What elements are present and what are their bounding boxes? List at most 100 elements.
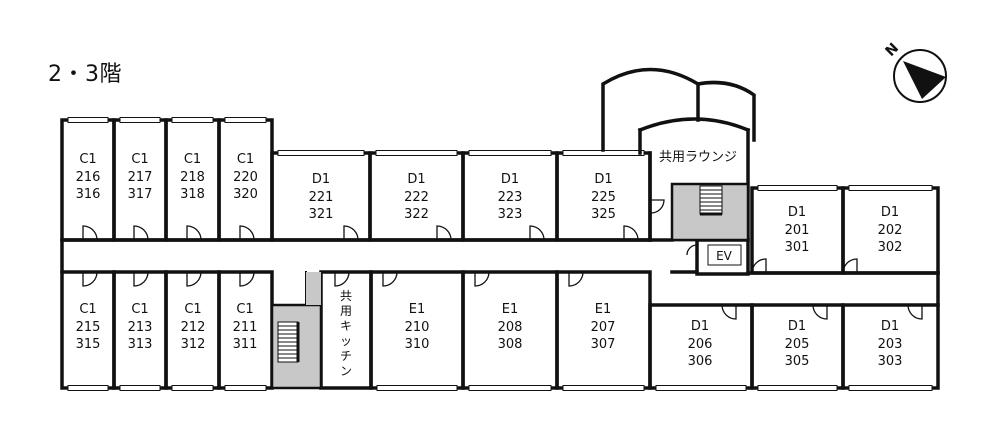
room-bottom-5-type: E1 <box>409 302 426 317</box>
room-bottom-7-number-floor2: 207 <box>591 320 616 335</box>
room-top-1-number-floor2: 216 <box>76 170 101 185</box>
room-top-6-number-floor2: 222 <box>404 190 429 205</box>
window-bottom <box>655 385 747 391</box>
room-top-6-type: D1 <box>407 172 425 187</box>
lounge-door <box>650 199 665 214</box>
room-top-8-type: D1 <box>594 172 612 187</box>
room-bottom-6-number-floor2: 208 <box>498 320 523 335</box>
room-bottom-8-number-floor2: 206 <box>688 337 713 352</box>
room-top-4-number-floor3: 320 <box>233 187 258 202</box>
doors <box>82 199 923 320</box>
room-top-2-type: C1 <box>131 152 148 167</box>
room-door <box>186 271 202 287</box>
room-top-1-number-floor3: 316 <box>76 187 101 202</box>
room-top-3-number-floor3: 318 <box>180 187 205 202</box>
room-bottom-9-type: D1 <box>788 319 806 334</box>
room-top-5-number-floor2: 221 <box>309 190 334 205</box>
room-right-top-2-type: D1 <box>881 205 899 220</box>
room-bottom-3-number-floor2: 212 <box>181 320 206 335</box>
stair-fill <box>306 272 321 305</box>
room-bottom-7-number-floor3: 307 <box>591 337 616 352</box>
room-bottom-9-number-floor3: 305 <box>785 354 810 369</box>
room-bottom-10-number-floor3: 303 <box>878 354 903 369</box>
room-top-7-number-floor3: 323 <box>498 207 523 222</box>
room-bottom-5-number-floor2: 210 <box>405 320 430 335</box>
room-top-3-number-floor2: 218 <box>180 170 205 185</box>
kitchen-label-char: ン <box>340 364 352 378</box>
room-bottom-5-number-floor3: 310 <box>405 337 430 352</box>
room-door <box>82 271 98 287</box>
room-bottom-8-type: D1 <box>691 319 709 334</box>
window-top <box>224 117 267 123</box>
elevator-label: EV <box>716 249 733 263</box>
window-top <box>67 117 109 123</box>
room-bottom-3-number-floor3: 312 <box>181 337 206 352</box>
window-top <box>171 117 214 123</box>
room-top-8-number-floor2: 225 <box>591 190 616 205</box>
room-door <box>568 271 584 287</box>
elevator-car <box>707 244 742 266</box>
room-door <box>133 225 149 241</box>
lounge-curved-wall <box>601 67 700 152</box>
kitchen-label-char: ッ <box>340 334 352 348</box>
room-door <box>436 225 452 241</box>
window-bottom <box>468 385 552 391</box>
room-top-8-number-floor3: 325 <box>591 207 616 222</box>
room-bottom-8-number-floor3: 306 <box>688 354 713 369</box>
window-bottom <box>757 385 838 391</box>
window-top <box>468 150 552 156</box>
room-top-2-number-floor3: 317 <box>128 187 153 202</box>
room-door <box>133 271 149 287</box>
window-bottom <box>376 385 458 391</box>
window-top <box>277 150 365 156</box>
window-bottom <box>171 385 214 391</box>
kitchen-label-char: キ <box>340 319 352 333</box>
room-right-top-1-number-floor2: 201 <box>785 223 810 238</box>
window-bottom <box>562 385 645 391</box>
room-top-4-number-floor2: 220 <box>233 170 258 185</box>
window-right-top <box>848 185 933 191</box>
room-door <box>907 304 923 320</box>
room-bottom-2-type: C1 <box>131 302 148 317</box>
window-top <box>119 117 161 123</box>
room-bottom-4-type: C1 <box>236 302 253 317</box>
room-right-top-2-number-floor3: 302 <box>878 240 903 255</box>
room-top-7-number-floor2: 223 <box>498 190 523 205</box>
compass-icon: N <box>883 40 947 103</box>
room-right-top-1-type: D1 <box>788 205 806 220</box>
room-right-top-1-number-floor3: 301 <box>785 240 810 255</box>
room-door <box>474 271 490 287</box>
room-door <box>82 225 98 241</box>
room-door <box>239 225 255 241</box>
room-door <box>529 225 545 241</box>
room-bottom-7-type: E1 <box>595 302 612 317</box>
room-bottom-9-number-floor2: 205 <box>785 337 810 352</box>
room-door <box>751 258 767 274</box>
stair-fills <box>270 182 750 390</box>
room-bottom-3-type: C1 <box>184 302 201 317</box>
room-right-top-2-number-floor2: 202 <box>878 223 903 238</box>
room-door <box>239 271 255 287</box>
room-bottom-4-number-floor3: 311 <box>233 337 258 352</box>
room-bottom-6-number-floor3: 308 <box>498 337 523 352</box>
room-bottom-1-type: C1 <box>79 302 96 317</box>
floor-label: 2・3階 <box>48 62 122 87</box>
room-door <box>842 258 858 274</box>
room-bottom-4-number-floor2: 211 <box>233 320 258 335</box>
room-top-7-type: D1 <box>501 172 519 187</box>
window-bottom <box>224 385 267 391</box>
room-top-1-type: C1 <box>79 152 96 167</box>
room-bottom-2-number-floor2: 213 <box>128 320 153 335</box>
window-bottom <box>119 385 161 391</box>
room-labels: C1216316C1217317C1218318C1220320D1221321… <box>76 150 903 378</box>
room-top-5-type: D1 <box>312 172 330 187</box>
window-bottom <box>848 385 933 391</box>
room-top-2-number-floor2: 217 <box>128 170 153 185</box>
window-bottom <box>67 385 109 391</box>
room-bottom-6-type: E1 <box>502 302 519 317</box>
room-door <box>186 225 202 241</box>
room-bottom-2-number-floor3: 313 <box>128 337 153 352</box>
room-bottom-1-number-floor3: 315 <box>76 337 101 352</box>
room-top-3-type: C1 <box>184 152 201 167</box>
